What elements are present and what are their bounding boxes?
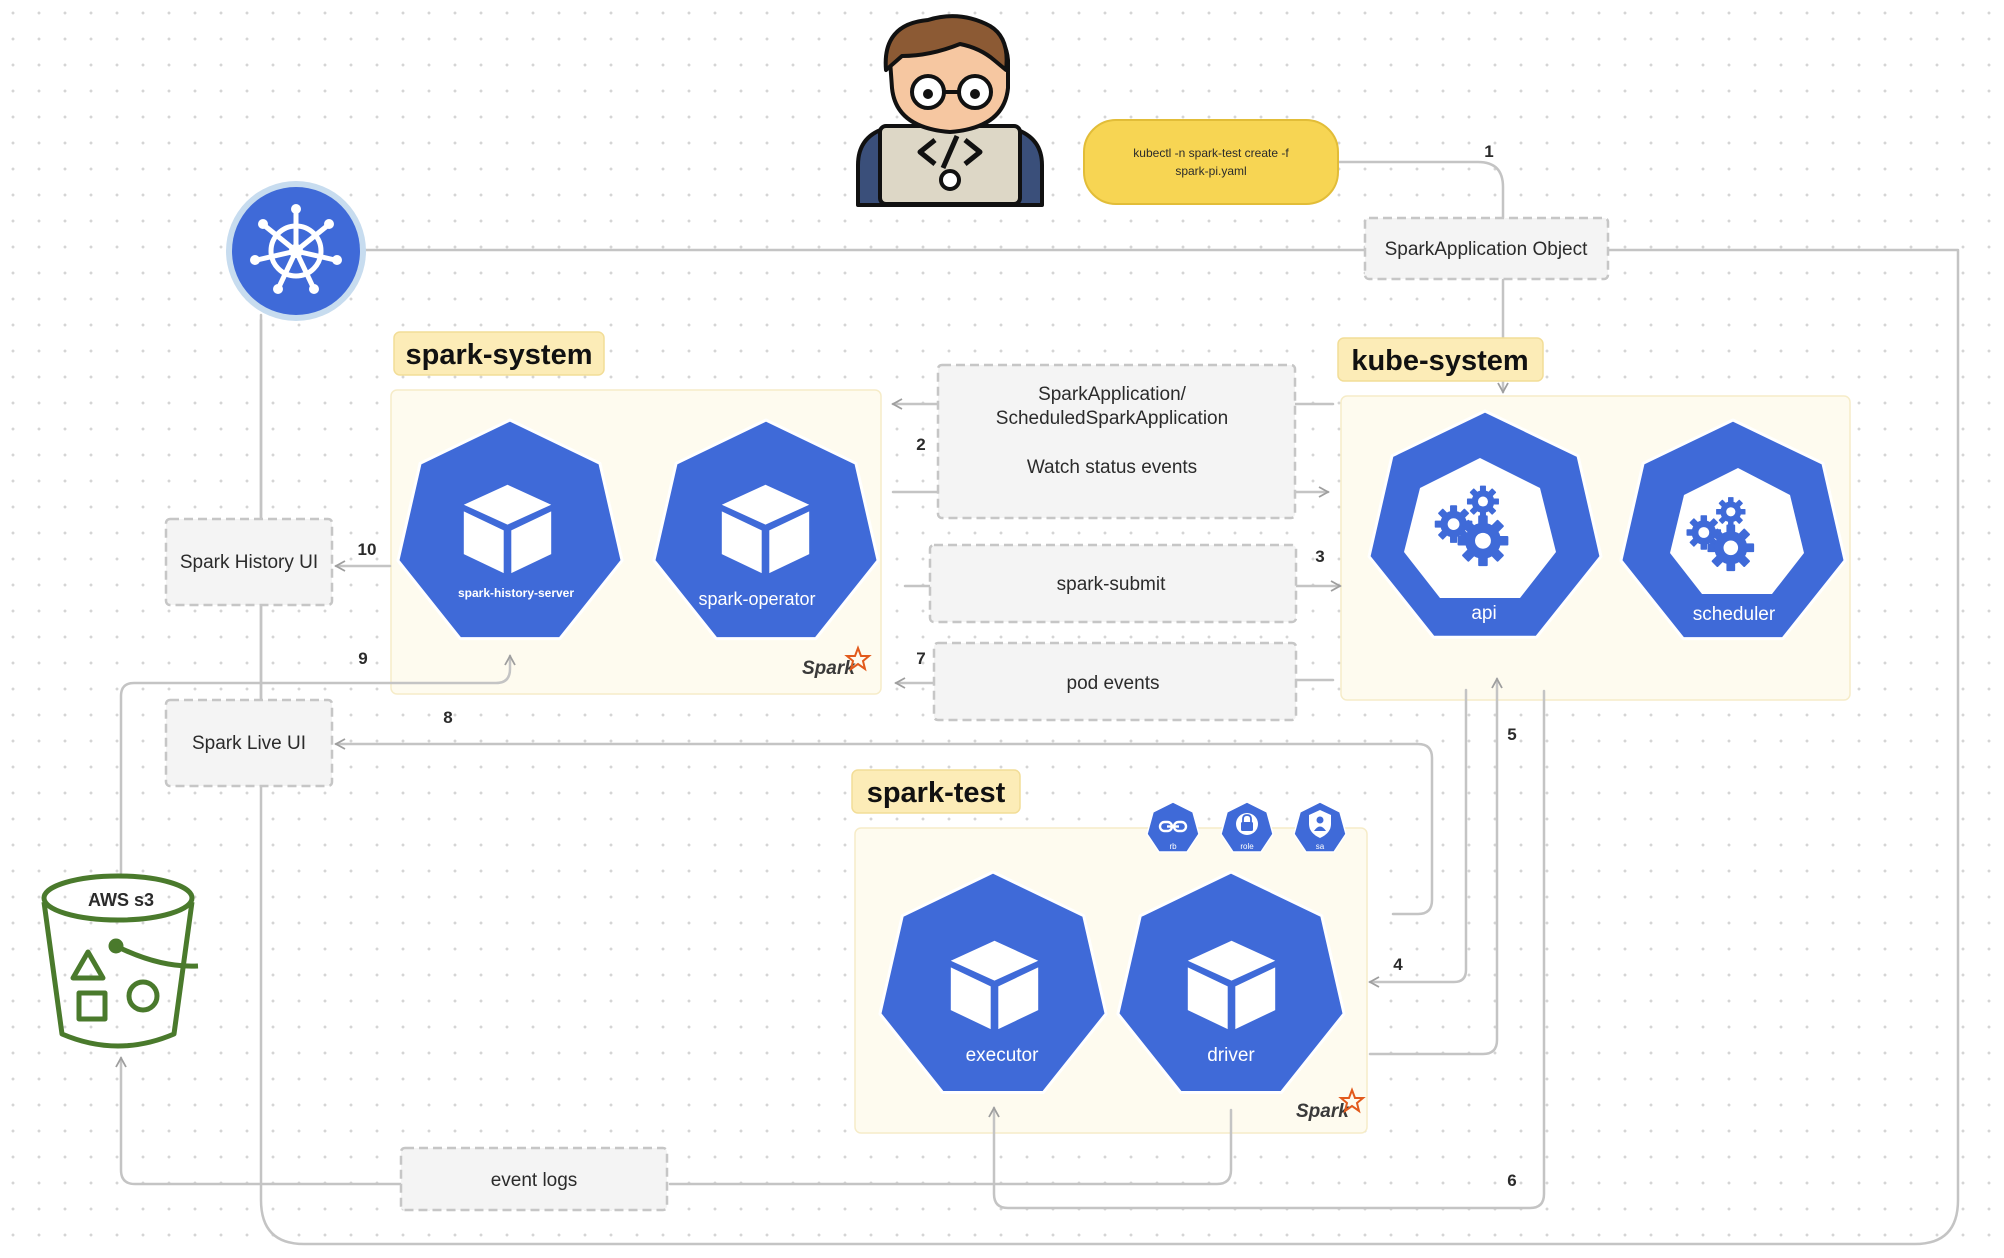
scheduler-inner-shape [1670,468,1804,594]
spark-logo-system: Spark [802,645,872,679]
sa-label: sa [1316,842,1325,851]
rb-label: rb [1169,842,1177,851]
spark-history-ui-label: Spark History UI [180,552,318,573]
command-line-1: kubectl -n spark-test create -f [1133,146,1289,160]
spark-app-object-label: SparkApplication Object [1385,239,1588,260]
step-3: 3 [1315,547,1324,566]
k8s-cluster-loop-line [259,248,1960,1246]
kube-system-tag [1337,337,1544,382]
svg-text:Spark: Spark [1296,1101,1350,1122]
spark-logo-test: Spark [1296,1087,1366,1122]
operator-label: spark-operator [698,589,815,609]
event-logs-box[interactable] [399,1146,669,1212]
api-node[interactable]: api [1404,458,1556,624]
spark-test-tag [851,769,1021,814]
driver-to-event-logs-line [668,1108,1233,1186]
history-server-label: spark-history-server [458,586,574,600]
watch-line-3: Watch status events [1027,457,1197,478]
step-6: 6 [1507,1171,1516,1190]
watch-line-1: SparkApplication/ [1038,384,1187,405]
api-to-spark-test-line [1368,688,1468,988]
step-1-line [1337,160,1505,220]
developer-icon [856,14,1044,207]
driver-to-live-ui-line [334,738,1434,916]
step-5: 5 [1507,725,1516,744]
watch-status-box[interactable] [936,363,1297,520]
spark-app-object-box[interactable] [1363,216,1610,281]
role-badge[interactable]: role [1220,801,1274,853]
step-2: 2 [916,435,925,454]
pod-events-label: pod events [1067,673,1160,694]
api-to-executor-line [988,689,1546,1210]
spark-history-server-node[interactable]: spark-history-server [458,484,574,600]
watch-line-2: ScheduledSparkApplication [996,408,1228,429]
rb-badge[interactable]: rb [1146,801,1200,853]
spark-operator-heptagon [652,418,880,641]
command-line-2: spark-pi.yaml [1175,164,1246,178]
spark-live-ui-label: Spark Live UI [192,733,306,754]
spark-test-title: spark-test [867,777,1006,809]
step-4: 4 [1393,955,1403,974]
spark-submit-label: spark-submit [1057,574,1166,595]
kubectl-command-box[interactable] [1083,119,1339,205]
step-1: 1 [1484,142,1493,161]
spark-operator-node[interactable]: spark-operator [698,484,816,609]
driver-heptagon [1116,870,1346,1094]
event-logs-to-s3-line [115,1056,403,1186]
svg-text:Spark: Spark [802,658,856,679]
step-9: 9 [358,649,367,668]
scheduler-node[interactable]: scheduler [1670,468,1804,625]
step-8: 8 [443,708,452,727]
spark-system-tag [393,331,605,376]
spark-history-ui-box[interactable] [164,517,334,607]
link-icon [1158,820,1188,833]
executor-node[interactable]: executor [950,940,1040,1066]
user-shield-icon [1309,810,1331,838]
api-label: api [1471,603,1496,624]
pod-events-box[interactable] [932,641,1298,722]
step-10: 10 [358,540,377,559]
step-7: 7 [916,649,925,668]
lock-icon [1241,814,1253,831]
s3-label: AWS s3 [88,890,154,910]
kube-system-title: kube-system [1351,345,1528,377]
kubernetes-wheel-icon[interactable] [226,181,366,321]
spark-history-server-heptagon [396,418,624,641]
driver-node[interactable]: driver [1187,940,1276,1066]
s3-to-history-server-line [119,654,516,875]
spark-live-ui-box[interactable] [164,698,334,788]
s3-bucket-icon[interactable] [41,873,199,1049]
executor-label: executor [966,1045,1040,1066]
role-label: role [1240,842,1254,851]
executor-heptagon [878,870,1108,1094]
event-logs-label: event logs [491,1170,578,1191]
driver-label: driver [1207,1045,1255,1066]
driver-to-api-line [1368,677,1503,1056]
spark-system-title: spark-system [406,339,593,371]
scheduler-label: scheduler [1693,604,1776,625]
sa-badge[interactable]: sa [1293,801,1347,853]
spark-submit-box[interactable] [928,543,1298,624]
